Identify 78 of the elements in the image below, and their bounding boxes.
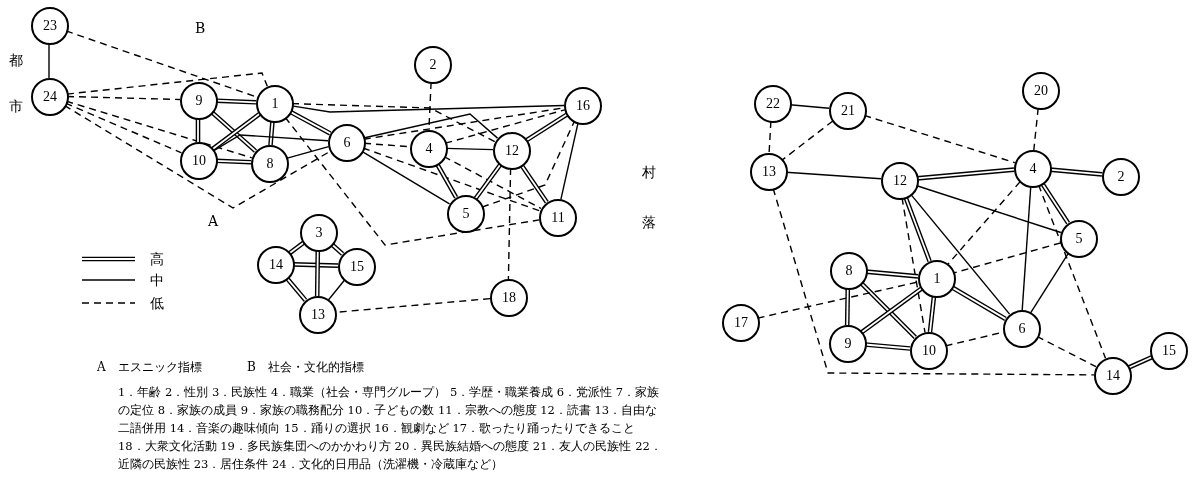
double-line <box>524 112 569 143</box>
legend-label: 低 <box>150 296 164 310</box>
group-letter: B <box>195 21 206 35</box>
number-circle: 24 <box>31 78 69 116</box>
number-circle: 17 <box>722 304 760 342</box>
line <box>212 134 329 152</box>
double-line <box>950 285 1007 321</box>
dashed-line <box>901 197 926 333</box>
number-circle: 3 <box>300 214 338 252</box>
double-line <box>859 281 917 339</box>
number-circle: 14 <box>257 246 295 284</box>
number-circle: 9 <box>829 325 867 363</box>
double-line <box>434 162 459 199</box>
number-circle: 12 <box>881 162 919 200</box>
region-label: 落 <box>642 215 656 229</box>
double-line <box>268 120 275 146</box>
number-circle: 20 <box>1022 72 1060 110</box>
dashed-line <box>947 180 1021 266</box>
double-line <box>927 295 937 333</box>
number-circle: 16 <box>564 87 602 125</box>
group-letter: B <box>247 361 256 373</box>
dashed-line <box>284 116 540 246</box>
label-text: エスニック指標 <box>118 361 202 373</box>
label-text: 社会・文化的指標 <box>268 361 364 373</box>
number-circle: 5 <box>1060 220 1098 258</box>
number-circle: 11 <box>539 199 577 237</box>
number-circle: 4 <box>1014 150 1052 188</box>
number-circle: 2 <box>414 46 452 84</box>
dashed-line <box>781 120 834 161</box>
line <box>909 193 1011 315</box>
number-circle: 13 <box>750 153 788 191</box>
line <box>48 42 50 79</box>
double-line <box>519 163 549 204</box>
number-circle: 13 <box>299 296 337 334</box>
number-circle: 1 <box>256 85 294 123</box>
number-circle: 21 <box>829 92 867 130</box>
number-circle: 23 <box>31 7 69 45</box>
double-line <box>844 287 851 326</box>
number-circle: 8 <box>830 252 868 290</box>
number-circle: 14 <box>1094 357 1132 395</box>
number-circle: 9 <box>180 82 218 120</box>
caption-text: 1．年齢 2．性別 3．民族性 4．職業（社会・専門グループ） 5．学歴・職業養成 6．党派性 7．家族の定位 8．家族の成員 9．家族の職務配分 10．子どもの数 11．宗教への態度 12．読書 13．自由な二語併用 14．音楽の趣味傾向 15．踊りの選択 16．観劇など 17．歌ったり踊ったりできること 18．大衆文化活動 19．多民族集団へのかかわり方 20．異民族結婚への態度 21．友人の民族性 22．近隣の民族性 23．居住条件 24．文化的日用品（洗濯機・冷蔵庫など） <box>118 384 663 473</box>
number-circle: 2 <box>1102 158 1140 196</box>
number-circle: 6 <box>1003 310 1041 348</box>
double-line <box>195 117 201 143</box>
number-circle: 18 <box>490 279 528 317</box>
line <box>1021 185 1032 311</box>
dashed-line <box>507 167 512 280</box>
dashed-line <box>443 155 542 210</box>
double-line <box>860 286 923 335</box>
number-circle: 22 <box>754 85 792 123</box>
double-line <box>1039 181 1071 225</box>
double-line <box>1127 355 1153 370</box>
group-letter: A <box>208 214 219 228</box>
group-letter: A <box>97 361 106 373</box>
number-circle: 6 <box>328 124 366 162</box>
legend-label: 高 <box>150 252 164 266</box>
number-circle: 5 <box>447 195 485 233</box>
line <box>327 279 346 301</box>
double-line <box>473 163 503 200</box>
double-line <box>284 276 308 302</box>
number-circle: 15 <box>1150 332 1188 370</box>
legend-label: 中 <box>150 273 164 287</box>
region-label: 都 <box>9 53 23 67</box>
dashed-line <box>1037 184 1107 359</box>
number-circle: 10 <box>910 332 948 370</box>
number-circle: 4 <box>410 130 448 168</box>
number-circle: 12 <box>493 132 531 170</box>
dashed-line <box>768 120 772 154</box>
number-circle: 15 <box>338 248 376 286</box>
line <box>1029 252 1070 314</box>
region-label: 村 <box>642 165 656 179</box>
dashed-line <box>481 120 576 208</box>
dashed-line <box>1033 107 1039 151</box>
number-circle: 8 <box>251 145 289 183</box>
double-line <box>314 249 321 297</box>
number-circle: 10 <box>180 142 218 180</box>
number-circle: 1 <box>918 260 956 298</box>
